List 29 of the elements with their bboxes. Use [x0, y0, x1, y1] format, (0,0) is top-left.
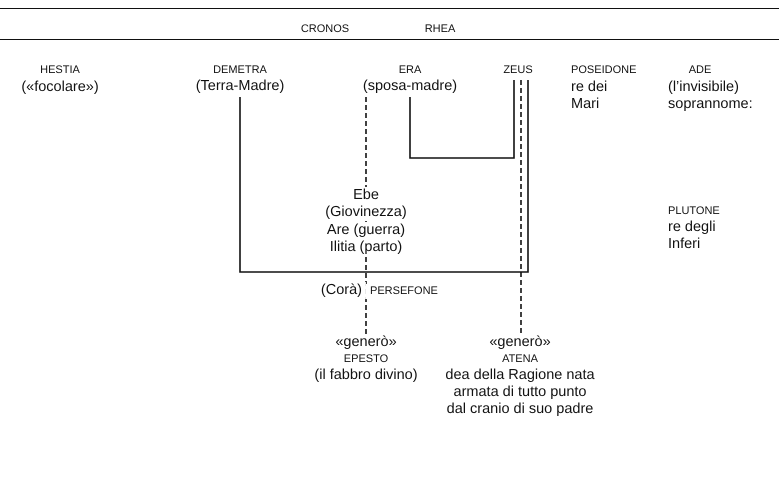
name-label: ADE	[688, 63, 712, 78]
description-text: «generò»	[335, 334, 397, 351]
name-label: ERA	[398, 63, 422, 78]
name-label: DEMETRA	[213, 63, 267, 78]
description-text: soprannome:	[668, 96, 754, 113]
description-text: «generò»	[489, 334, 551, 351]
name-label: ATENA	[502, 352, 538, 367]
description-text: re dei Mari	[571, 79, 608, 113]
name-label: HESTIA	[39, 63, 81, 78]
description-text: Ilitia (parto)	[330, 239, 402, 256]
name-label: PERSEFONE	[366, 284, 438, 299]
description-text: (sposa-madre)	[362, 78, 458, 95]
name-label: EPESTO	[344, 352, 388, 367]
description-text: (il fabbro divino)	[314, 367, 418, 384]
description-text: (Corà)	[320, 282, 366, 299]
description-text: (Terra-Madre)	[196, 78, 284, 95]
name-label: POSEIDONE	[571, 63, 638, 78]
description-text: («focolare»)	[20, 79, 100, 96]
name-label: CRONOS	[300, 22, 350, 37]
union-line	[239, 80, 529, 273]
name-label: PLUTONE	[668, 204, 721, 219]
name-label: RHEA	[424, 22, 456, 37]
union-line	[409, 80, 515, 159]
description-text: Are (guerra)	[326, 222, 406, 239]
description-text: (l’invisibile)	[668, 79, 740, 96]
description-text: re degli Inferi	[668, 219, 717, 253]
description-text: dea della Ragione nata armata di tutto punto dal cranio di suo padre	[445, 367, 595, 418]
name-label: ZEUS	[503, 63, 533, 78]
dashed-descent-line	[520, 80, 522, 335]
